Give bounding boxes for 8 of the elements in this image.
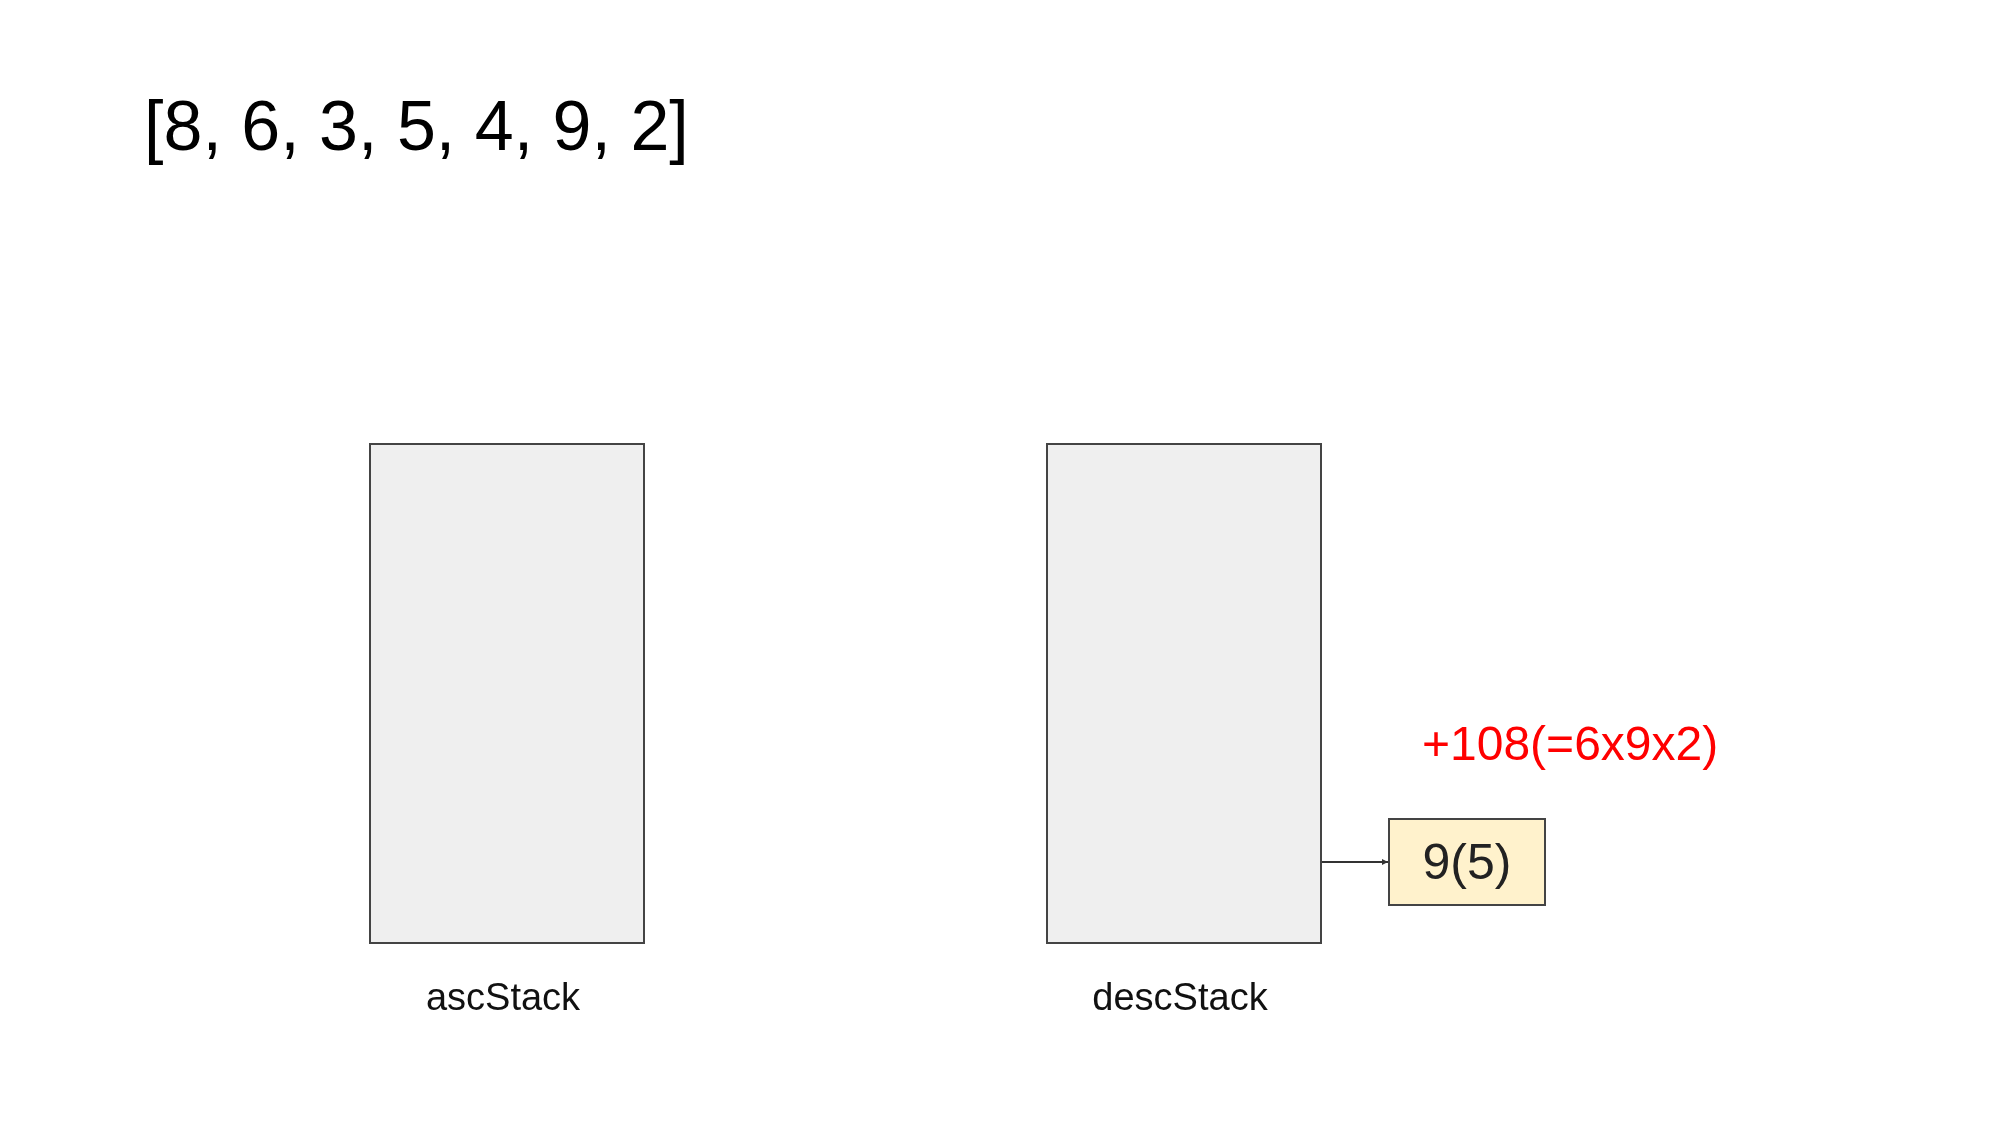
array-heading: [8, 6, 3, 5, 4, 9, 2] bbox=[144, 86, 689, 166]
stack-label: ascStack bbox=[425, 976, 581, 1019]
value-box: 9(5) bbox=[1388, 818, 1546, 906]
stack-box bbox=[1046, 443, 1322, 944]
stack-label: descStack bbox=[1092, 976, 1268, 1019]
stack-box bbox=[369, 443, 645, 944]
arrow bbox=[1321, 859, 1389, 865]
calculation-note: +108(=6x9x2) bbox=[1422, 716, 1719, 771]
